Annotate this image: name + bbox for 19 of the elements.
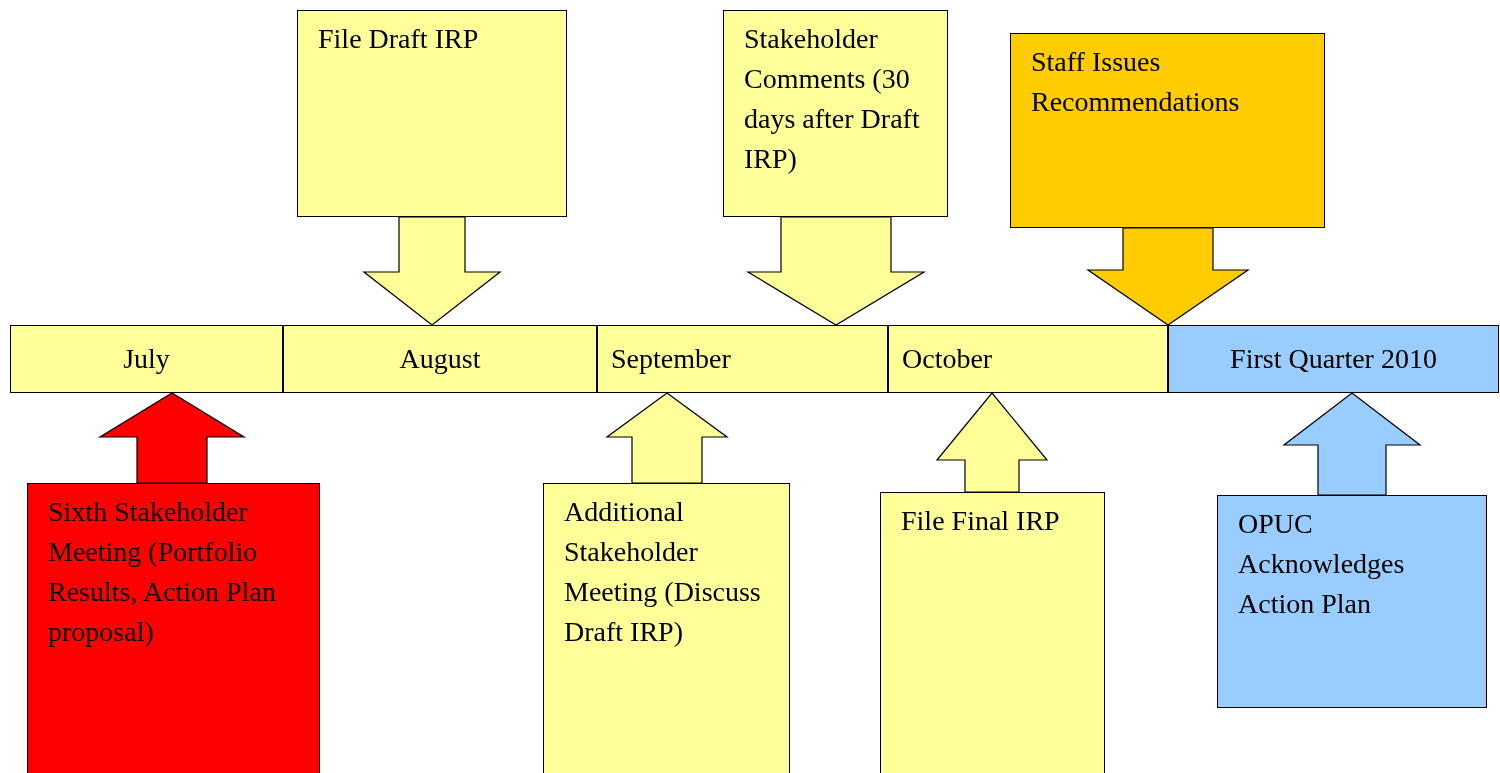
callout-box: OPUC Acknowledges Action Plan xyxy=(1217,495,1487,708)
block-arrow xyxy=(1282,392,1422,496)
timeline-cell: August xyxy=(283,325,597,393)
callout-box: Additional Stakeholder Meeting (Discuss Draft IRP) xyxy=(543,483,790,773)
timeline-cell: First Quarter 2010 xyxy=(1168,325,1499,393)
callout-box: File Final IRP xyxy=(880,492,1105,773)
callout-box: Stakeholder Comments (30 days after Draft IRP) xyxy=(723,10,948,217)
block-arrow xyxy=(745,216,927,326)
block-arrow xyxy=(605,392,729,484)
timeline-cell: July xyxy=(10,325,283,393)
callout-box: Staff Issues Recommendations xyxy=(1010,33,1325,228)
callout-box: Sixth Stakeholder Meeting (Portfolio Results, Action Plan proposal) xyxy=(27,483,320,773)
timeline-cell: September xyxy=(597,325,888,393)
timeline-cell: October xyxy=(888,325,1168,393)
block-arrow xyxy=(1086,227,1250,326)
block-arrow xyxy=(935,392,1049,493)
block-arrow xyxy=(97,392,247,484)
block-arrow xyxy=(362,216,502,326)
callout-box: File Draft IRP xyxy=(297,10,567,217)
